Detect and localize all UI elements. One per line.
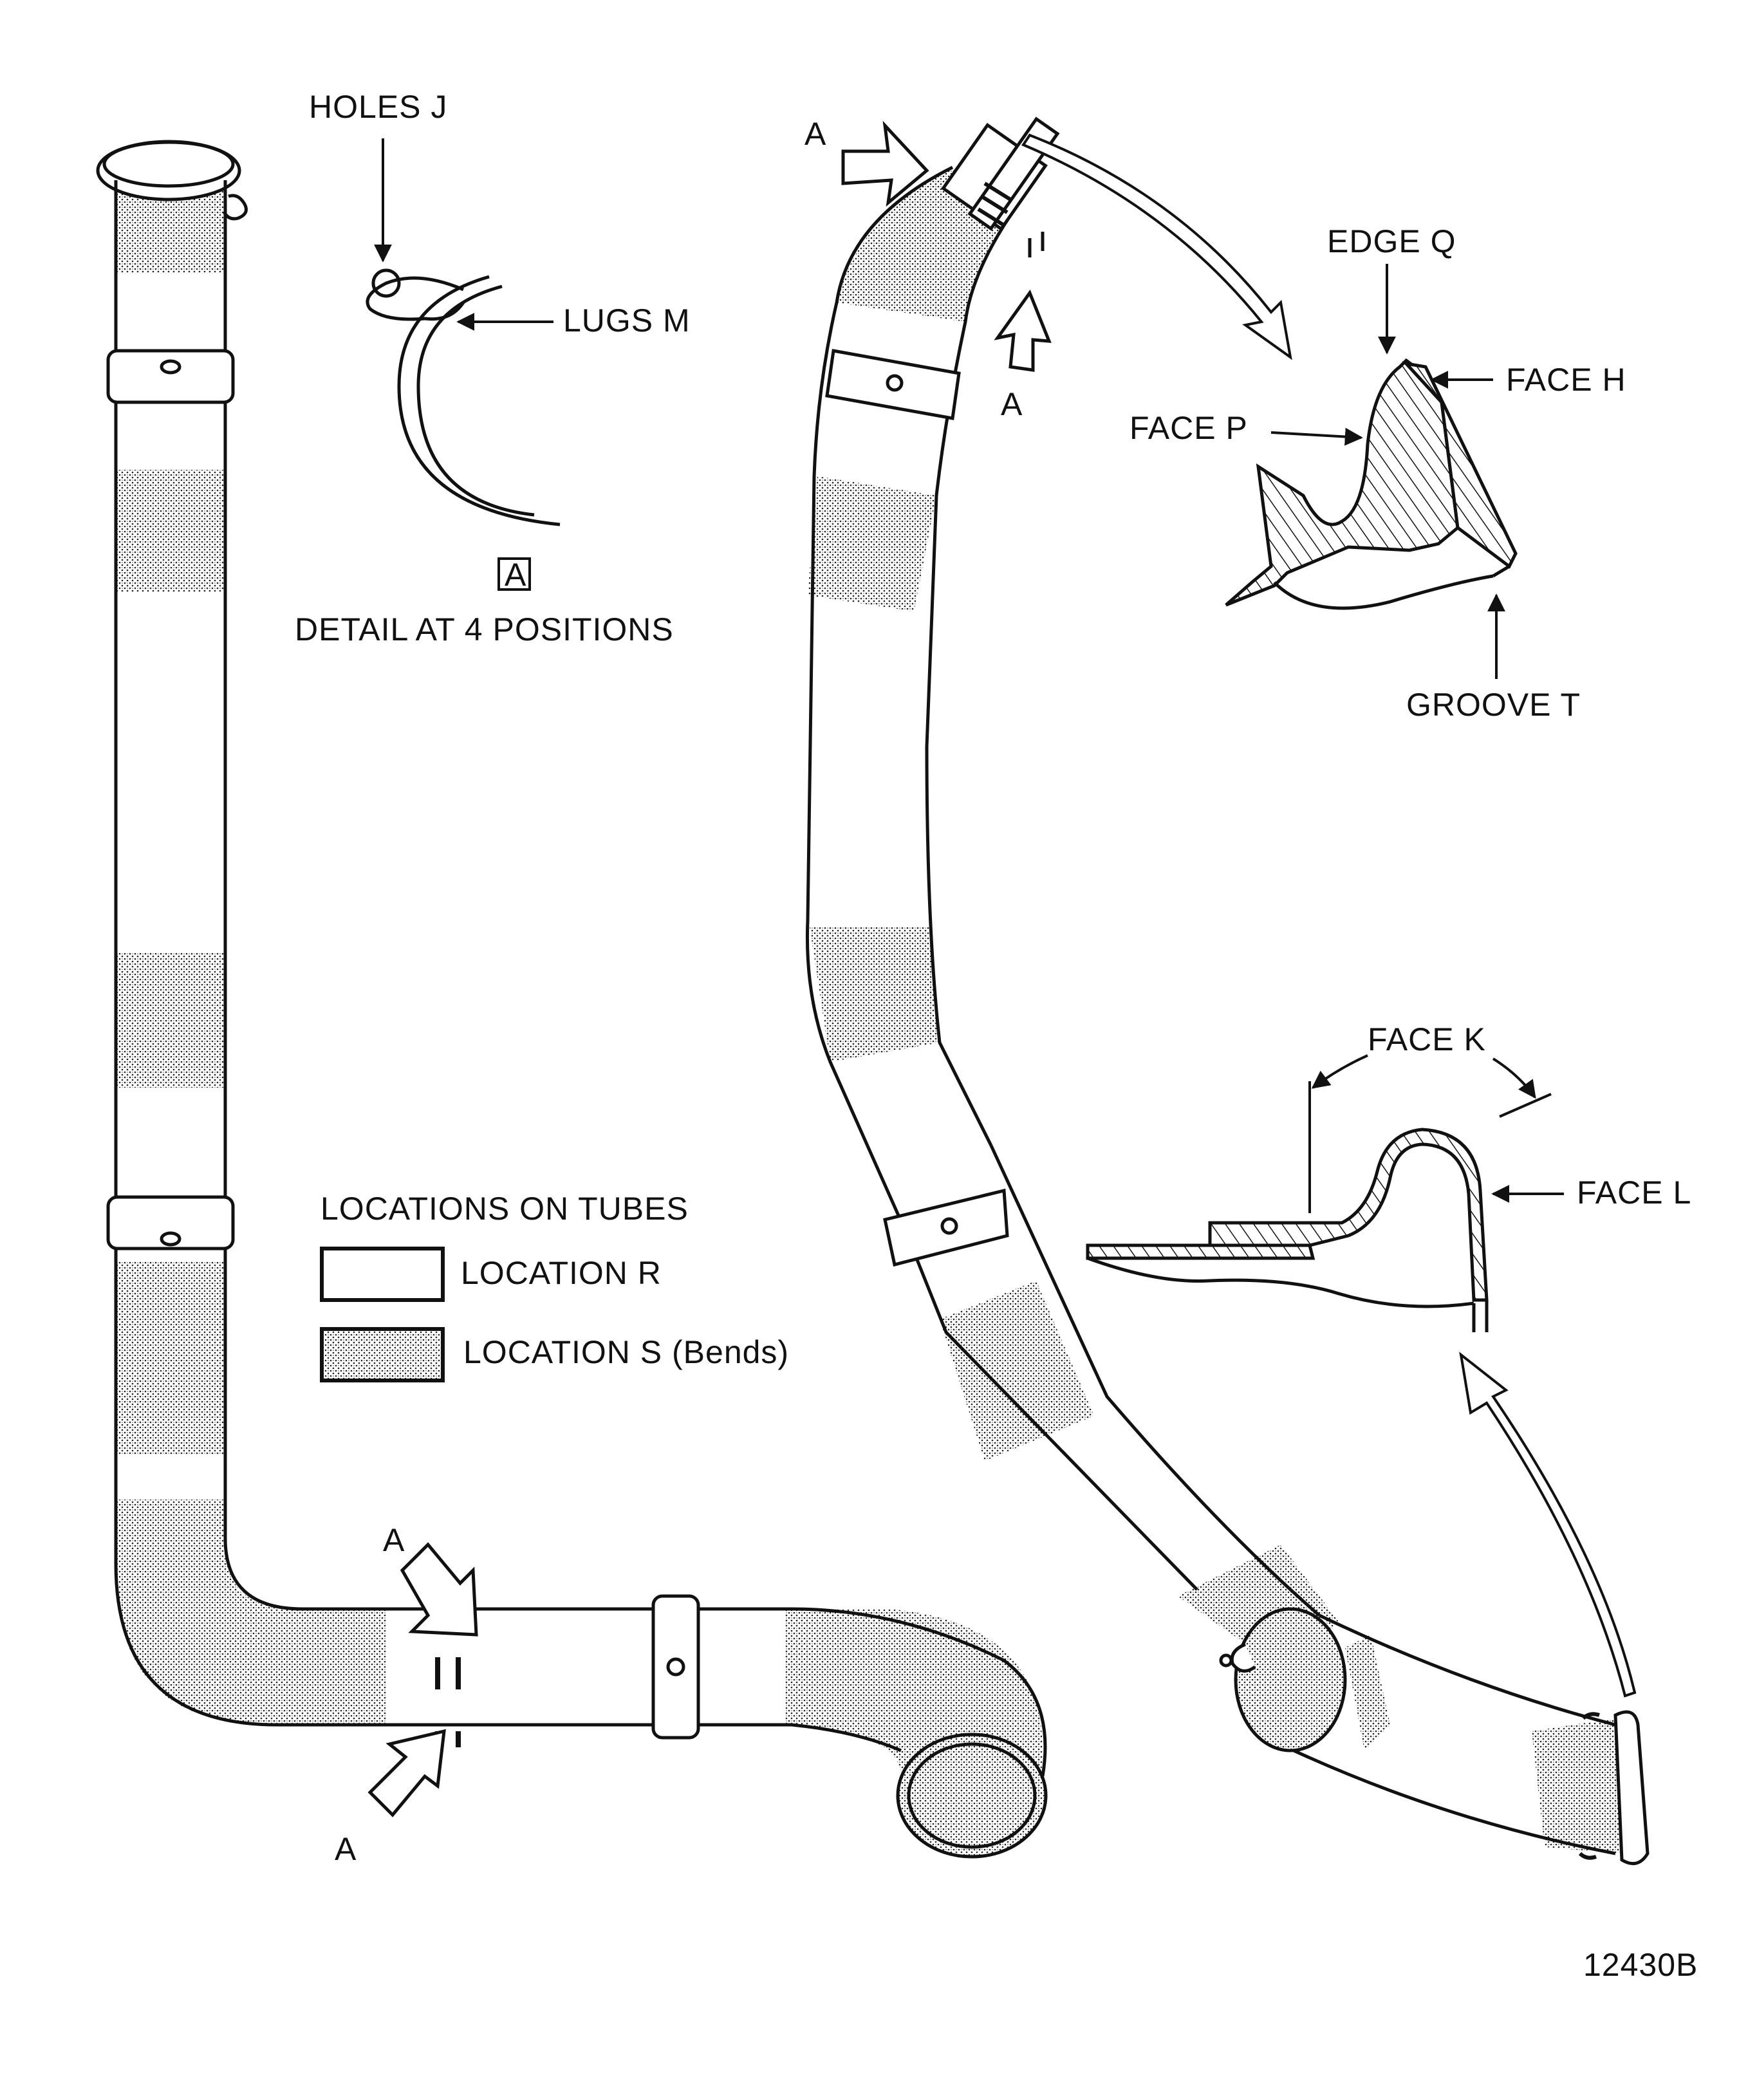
arrow-a-label: A xyxy=(804,116,826,152)
left-tube xyxy=(96,140,1048,1859)
arrow-a-bottom xyxy=(367,1729,446,1817)
arrow-a-label: A xyxy=(1001,386,1023,422)
face-k-label: FACE K xyxy=(1368,1021,1486,1057)
right-tube-bend-zone xyxy=(940,1281,1094,1461)
detail-box-letter: A xyxy=(505,557,526,593)
face-p-label: FACE P xyxy=(1130,410,1248,446)
arrow-a-label: A xyxy=(335,1831,357,1867)
detail-caption: DETAIL AT 4 POSITIONS xyxy=(295,611,674,647)
clamp-band xyxy=(651,1594,700,1740)
left-tube-bend-zone xyxy=(116,1261,225,1454)
legend-location-s: LOCATION S (Bends) xyxy=(463,1334,789,1370)
edge-q-label: EDGE Q xyxy=(1327,223,1456,259)
legend-swatch-s xyxy=(320,1327,445,1382)
arrow-a-label: A xyxy=(383,1522,405,1558)
face-k-leader-left xyxy=(1311,1054,1368,1089)
face-l-label: FACE L xyxy=(1577,1175,1691,1211)
left-tube-bend-zone xyxy=(116,952,225,1088)
clamp-band xyxy=(883,1188,1009,1267)
arrow-a-right-bottom xyxy=(994,289,1052,372)
left-tube-bend-zone xyxy=(116,470,225,592)
face-p-leader xyxy=(1270,427,1363,446)
right-tube-bend-zone xyxy=(1345,1635,1390,1751)
legend-location-r: LOCATION R xyxy=(461,1255,662,1291)
flange-section-detail xyxy=(1225,358,1518,610)
clamp-band xyxy=(106,349,235,404)
lug-detail xyxy=(366,268,561,526)
figure-id: 12430B xyxy=(1583,1947,1698,1983)
face-h-label: FACE H xyxy=(1506,362,1626,398)
face-k-leader-right xyxy=(1492,1057,1536,1099)
face-k-dim-right xyxy=(1499,1093,1552,1118)
arrow-a-right-top xyxy=(841,120,929,207)
lugs-m-label: LUGS M xyxy=(563,302,691,339)
curved-arrow-lower xyxy=(1459,1352,1637,1698)
clamp-band xyxy=(825,349,961,420)
right-tube-bend-zone xyxy=(1234,1607,1347,1752)
curved-arrow-upper xyxy=(1021,133,1292,360)
clamp-band xyxy=(106,1195,235,1250)
holes-j-label: HOLES J xyxy=(309,89,447,125)
detail-box xyxy=(497,557,531,591)
legend-swatch-r xyxy=(320,1247,445,1302)
right-tube-bend-zone xyxy=(810,927,940,1062)
right-tube-bend-zone xyxy=(808,476,936,611)
legend-title: LOCATIONS ON TUBES xyxy=(321,1191,689,1227)
groove-t-label: GROOVE T xyxy=(1406,687,1581,723)
right-tube-bend-zone xyxy=(1532,1718,1622,1854)
face-section-detail xyxy=(1086,1128,1489,1332)
right-tube xyxy=(805,116,1650,1866)
arrow-a-top xyxy=(400,1542,478,1637)
left-tube-bend-zone xyxy=(116,1500,386,1725)
